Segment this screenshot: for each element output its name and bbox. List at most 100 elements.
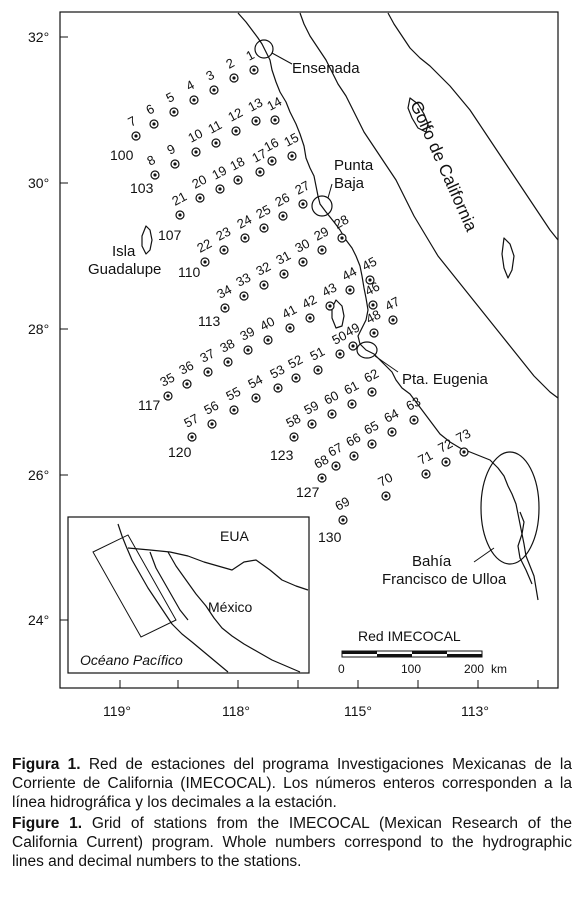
station-8-label: 8 <box>144 152 157 169</box>
station-13-dot <box>254 119 258 123</box>
line-label-100: 100 <box>110 147 134 163</box>
station-59-label: 59 <box>301 398 321 418</box>
station-41-label: 41 <box>279 302 299 322</box>
punta-baja-pointer <box>327 183 333 199</box>
station-44-dot <box>348 288 352 292</box>
inset-frame <box>67 516 310 674</box>
pta-eugenia-circle <box>356 341 378 359</box>
scale-seg-3 <box>412 651 447 654</box>
station-52-dot <box>294 376 298 380</box>
inset-label-ocean: Océano Pacífico <box>80 652 183 668</box>
station-25-dot <box>262 226 266 230</box>
station-15-label: 15 <box>281 130 301 150</box>
label-isla-2: Guadalupe <box>88 261 161 278</box>
station-21-label: 21 <box>169 189 189 209</box>
lat-tick-30: 30° <box>28 175 49 191</box>
station-27-dot <box>301 202 305 206</box>
caption-en-label: Figure 1. <box>12 815 83 832</box>
caption-spanish: Figura 1. Red de estaciones del programa… <box>12 755 572 812</box>
line-label-127: 127 <box>296 484 320 500</box>
station-64-label: 64 <box>381 406 401 426</box>
station-30-label: 30 <box>292 236 312 256</box>
lon-tick-118: 118° <box>222 703 250 719</box>
station-map: 32° 30° 28° 26° 24° 119° 118° 115° 113° <box>28 11 559 719</box>
scale-title: Red IMECOCAL <box>358 628 461 644</box>
scale-tick-0: 0 <box>338 662 345 676</box>
figure-captions: Figura 1. Red de estaciones del programa… <box>12 755 572 873</box>
station-33-dot <box>242 294 246 298</box>
inset-map: EUA México Océano Pacífico <box>67 516 310 674</box>
station-18-label: 18 <box>227 154 247 174</box>
station-13-label: 13 <box>245 95 265 115</box>
lon-tick-119: 119° <box>103 703 131 719</box>
line-label-113: 113 <box>198 313 221 329</box>
label-punta-baja-1: Punta <box>334 157 374 174</box>
station-16-dot <box>270 159 274 163</box>
line-label-107: 107 <box>158 227 182 243</box>
station-4-dot <box>192 98 196 102</box>
station-8-dot <box>153 173 157 177</box>
line-label-120: 120 <box>168 444 192 460</box>
station-40-label: 40 <box>257 314 277 334</box>
station-43-dot <box>328 304 332 308</box>
station-57-dot <box>190 435 194 439</box>
station-64-dot <box>390 430 394 434</box>
label-bahia-2: Francisco de Ulloa <box>382 571 507 588</box>
station-39-dot <box>246 348 250 352</box>
inset-baja-east <box>149 551 189 621</box>
station-21-dot <box>178 213 182 217</box>
station-53-label: 53 <box>267 362 287 382</box>
station-45-dot <box>368 278 372 282</box>
station-3-label: 3 <box>203 67 216 84</box>
station-15-dot <box>290 154 294 158</box>
station-55-label: 55 <box>223 384 243 404</box>
baja-west-coast <box>237 12 539 601</box>
station-65-dot <box>370 442 374 446</box>
scale-unit: km <box>491 662 507 676</box>
station-41-dot <box>288 326 292 330</box>
lon-tick-113: 113° <box>461 703 489 719</box>
caption-english: Figure 1. Grid of stations from the IMEC… <box>12 814 572 871</box>
station-26-dot <box>281 214 285 218</box>
inset-us-mexico-border <box>127 547 309 591</box>
caption-en-text: Grid of stations from the IMECOCAL (Mexi… <box>12 815 572 870</box>
station-35-dot <box>166 394 170 398</box>
station-9-dot <box>173 162 177 166</box>
station-40-dot <box>266 338 270 342</box>
station-29-dot <box>320 248 324 252</box>
station-3-dot <box>212 88 216 92</box>
station-26-label: 26 <box>272 190 292 210</box>
station-38-label: 38 <box>217 336 237 356</box>
station-2-label: 2 <box>223 55 236 72</box>
station-30-dot <box>301 260 305 264</box>
station-48-label: 48 <box>363 307 383 327</box>
station-63-dot <box>412 418 416 422</box>
station-73-label: 73 <box>453 426 473 446</box>
station-1-dot <box>252 68 256 72</box>
station-11-dot <box>214 141 218 145</box>
station-67-dot <box>334 464 338 468</box>
baja-east-coast <box>299 12 559 399</box>
station-14-label: 14 <box>264 94 284 114</box>
station-5-label: 5 <box>163 89 176 106</box>
station-34-label: 34 <box>214 282 234 302</box>
lat-tick-32: 32° <box>28 29 49 45</box>
station-66-label: 66 <box>343 430 363 450</box>
station-36-label: 36 <box>176 358 196 378</box>
station-9-label: 9 <box>164 141 177 158</box>
label-ensenada: Ensenada <box>292 60 360 77</box>
station-6-dot <box>152 122 156 126</box>
label-pta-eugenia: Pta. Eugenia <box>402 371 489 388</box>
station-70-dot <box>384 494 388 498</box>
station-43-label: 43 <box>319 280 339 300</box>
station-73-dot <box>462 450 466 454</box>
station-29-label: 29 <box>311 224 331 244</box>
station-44-label: 44 <box>339 264 359 284</box>
station-23-dot <box>222 248 226 252</box>
caption-es-label: Figura 1. <box>12 756 81 773</box>
scale-seg-4 <box>447 654 482 657</box>
line-label-123: 123 <box>270 447 294 463</box>
station-39-label: 39 <box>237 324 257 344</box>
station-37-dot <box>206 370 210 374</box>
station-24-label: 24 <box>234 212 254 232</box>
